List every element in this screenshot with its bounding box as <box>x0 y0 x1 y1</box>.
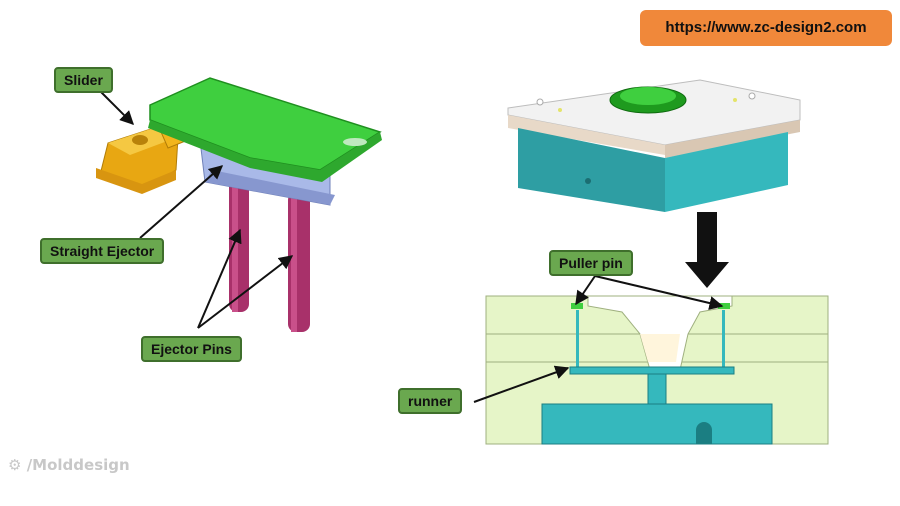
straight-ejector-label: Straight Ejector <box>40 238 165 264</box>
slider-arrow <box>96 87 134 125</box>
watermark-text: /Molddesign <box>26 456 130 474</box>
watermark: ⚙ /Molddesign <box>8 456 130 474</box>
mold-base-3d <box>507 79 801 212</box>
ejector-pin-arrow-1 <box>197 228 242 329</box>
plastic-part <box>148 77 382 182</box>
watermark-logo-icon: ⚙ <box>8 456 22 474</box>
puller-pin-arrow-1 <box>575 275 596 306</box>
puller-pin-arrow-2 <box>594 275 724 310</box>
runner-arrow <box>473 365 570 403</box>
down-arrow-icon <box>685 212 729 288</box>
runner-label: runner <box>398 388 463 414</box>
puller-pin-label: Puller pin <box>549 250 633 276</box>
ejector-pin-right <box>288 192 310 332</box>
straight-ejector-arrow <box>139 165 224 239</box>
ejector-pins-label: Ejector Pins <box>141 336 242 362</box>
ejector-pin-arrow-2 <box>197 255 294 329</box>
slider-label: Slider <box>54 67 113 93</box>
url-badge[interactable]: https://www.zc-design2.com <box>640 10 892 46</box>
mold-section <box>485 295 829 445</box>
